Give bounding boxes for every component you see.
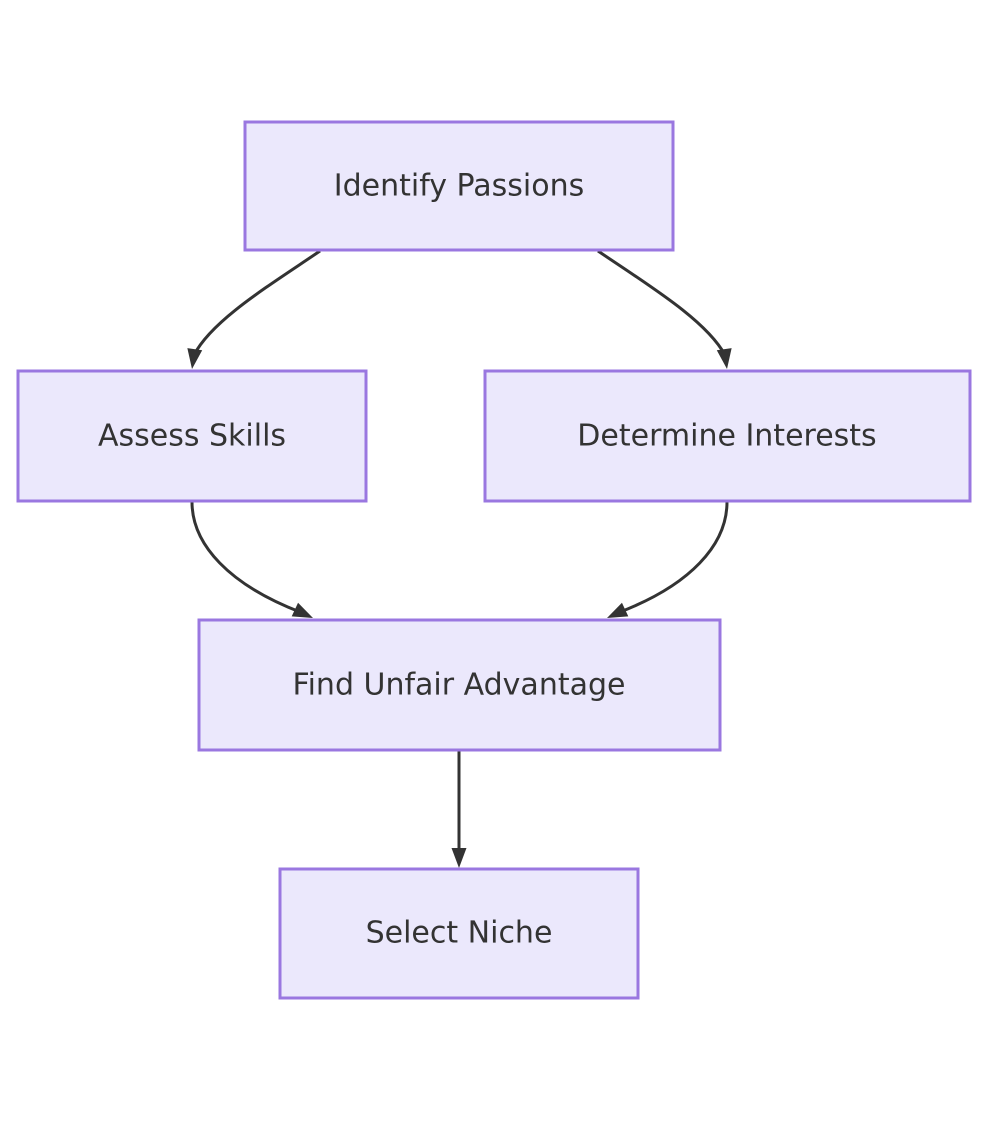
edge-line xyxy=(597,249,727,356)
edge-identify-to-determine xyxy=(597,249,732,369)
edge-determine-to-find xyxy=(607,501,729,618)
node-label: Assess Skills xyxy=(98,419,286,454)
edge-find-to-select xyxy=(451,751,467,868)
edges-layer xyxy=(187,249,732,868)
node-box[interactable] xyxy=(483,369,972,503)
edge-arrowhead xyxy=(187,348,203,369)
node-label: Select Niche xyxy=(366,916,553,951)
edge-assess-to-find xyxy=(190,501,313,618)
node-box[interactable] xyxy=(197,618,722,752)
edge-line xyxy=(192,249,321,356)
node-box[interactable] xyxy=(278,867,640,1000)
node-label: Find Unfair Advantage xyxy=(293,668,626,703)
node-determine-interests[interactable]: Determine Interests xyxy=(483,369,972,503)
node-box[interactable] xyxy=(16,369,368,503)
edge-line xyxy=(619,501,729,614)
node-find-unfair-advantage[interactable]: Find Unfair Advantage xyxy=(197,618,722,752)
node-identify-passions[interactable]: Identify Passions xyxy=(243,120,675,252)
edge-arrowhead xyxy=(451,848,467,868)
edge-line xyxy=(190,501,301,614)
edge-identify-to-assess xyxy=(187,249,321,369)
edge-arrowhead xyxy=(716,348,732,369)
edge-arrowhead xyxy=(607,602,629,618)
edge-arrowhead xyxy=(291,602,313,618)
node-select-niche[interactable]: Select Niche xyxy=(278,867,640,1000)
node-assess-skills[interactable]: Assess Skills xyxy=(16,369,368,503)
node-box[interactable] xyxy=(243,120,675,252)
node-label: Identify Passions xyxy=(334,169,585,204)
node-label: Determine Interests xyxy=(577,419,876,454)
